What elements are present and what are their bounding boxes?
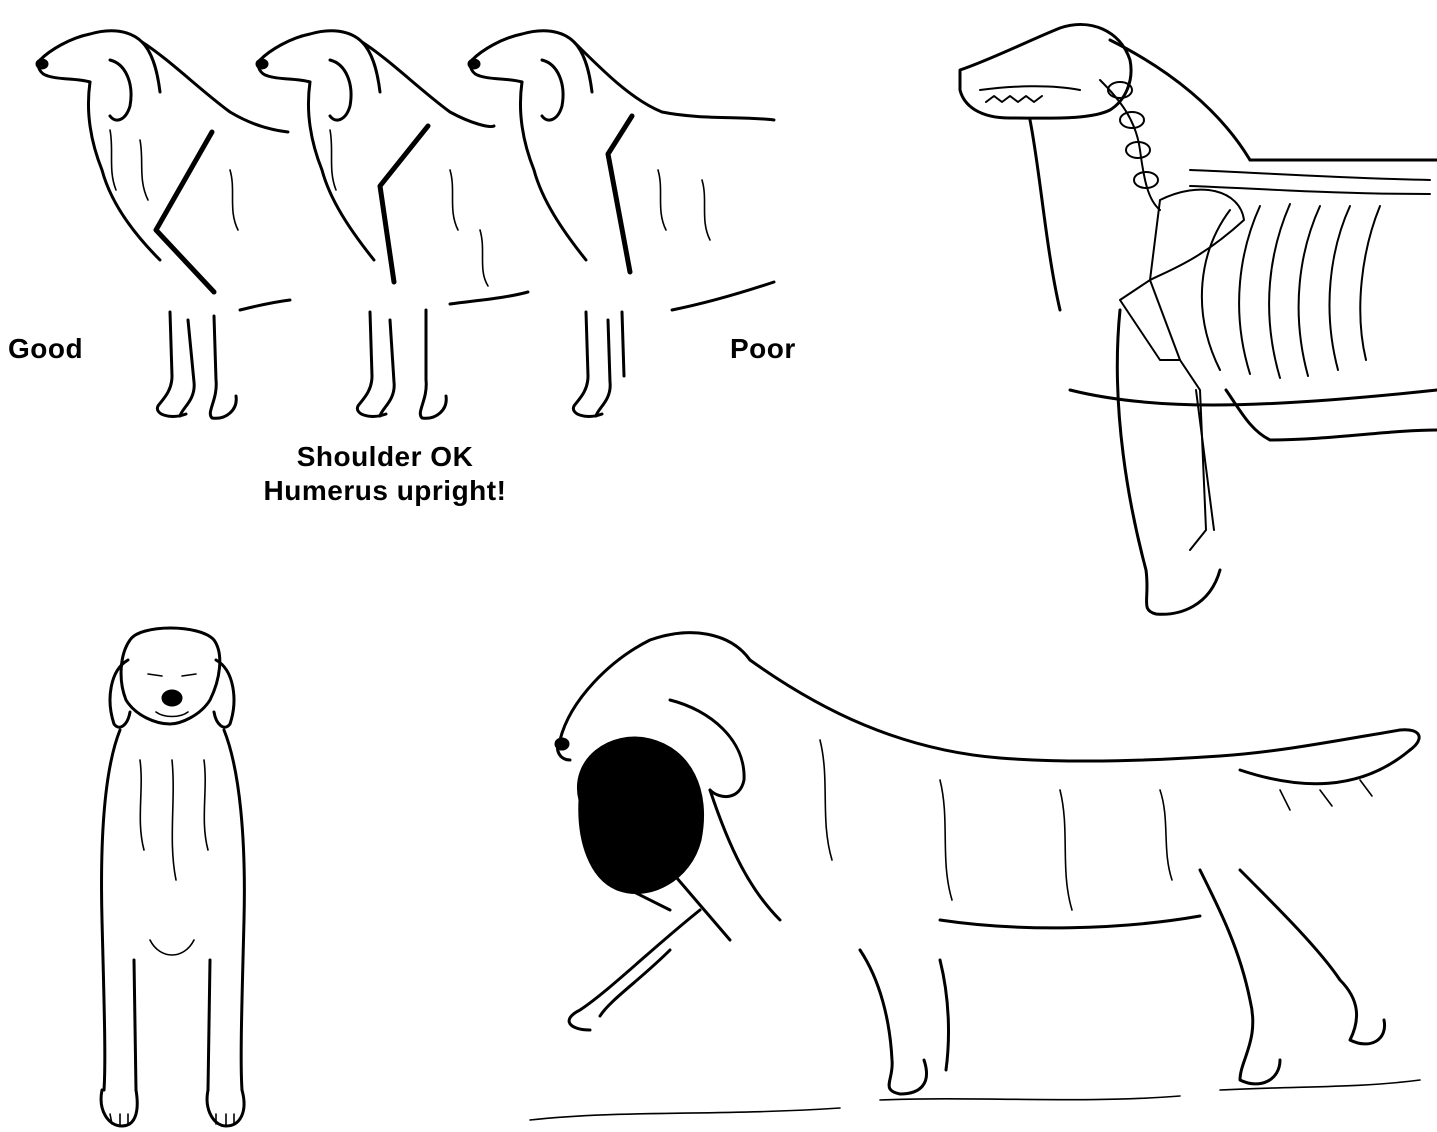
trotting-dog-with-bird-drawing <box>520 620 1430 1130</box>
front-view-dog-drawing <box>80 620 270 1130</box>
good-label: Good <box>8 332 83 366</box>
caption-line-1: Shoulder OK <box>240 440 530 474</box>
caption-line-2: Humerus upright! <box>240 474 530 508</box>
poor-label: Poor <box>730 332 796 366</box>
shoulder-caption: Shoulder OK Humerus upright! <box>240 440 530 507</box>
poor-shoulder-dog-drawing <box>462 20 782 430</box>
skeleton-overlay-dog-drawing <box>950 10 1437 630</box>
